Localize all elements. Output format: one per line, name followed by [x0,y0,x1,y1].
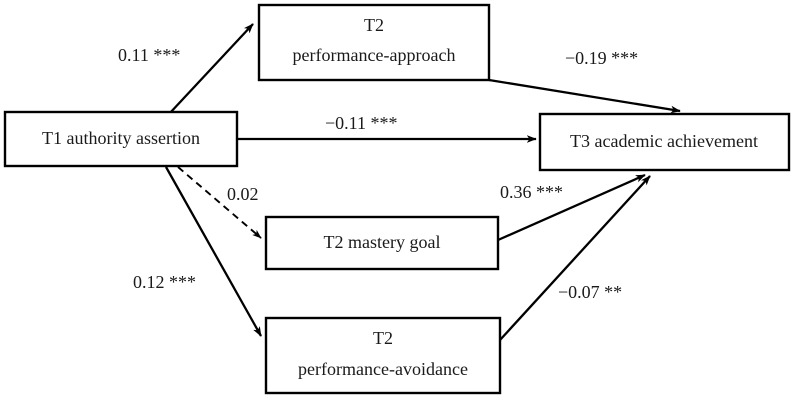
edge-line-t1-to-mastery-goal [177,166,262,239]
node-label-t2-performance-approach-line2: performance-approach [293,45,456,65]
edge-label-performance-approach-to-academic-achievement: −0.19 *** [565,48,638,68]
node-t2-mastery-goal[interactable]: T2 mastery goal [264,215,500,271]
node-box-t2-mastery-goal[interactable] [264,215,500,271]
edge-label-t1-to-performance-approach: 0.11 *** [118,45,180,65]
node-label-t2-performance-avoidance-line2: performance-avoidance [298,359,468,379]
node-t2-performance-approach[interactable]: T2 performance-approach [257,3,491,82]
edge-label-t1-to-mastery-goal: 0.02 [227,184,259,204]
node-label-t1-authority-assertion: T1 authority assertion [42,128,200,148]
edge-t1-to-academic-achievement: −0.11 *** [237,113,537,143]
node-label-t2-performance-approach-line1: T2 [364,15,384,35]
edge-performance-avoidance-to-academic-achievement: −0.07 ** [499,175,651,341]
node-box-t2-performance-approach[interactable] [257,3,491,82]
node-t3-academic-achievement[interactable]: T3 academic achievement [538,112,791,172]
edge-performance-approach-to-academic-achievement: −0.19 *** [488,48,681,114]
edge-mastery-goal-to-academic-achievement: 0.36 *** [497,173,646,242]
edge-line-mastery-goal-to-academic-achievement [497,173,646,242]
edge-line-performance-avoidance-to-academic-achievement [499,175,651,341]
node-label-t2-mastery-goal: T2 mastery goal [324,232,441,252]
edge-line-performance-approach-to-academic-achievement [488,78,681,114]
node-t2-performance-avoidance[interactable]: T2 performance-avoidance [264,316,502,395]
edge-t1-to-performance-approach: 0.11 *** [118,23,254,115]
node-box-t3-academic-achievement[interactable] [538,112,791,172]
node-label-t2-performance-avoidance-line1: T2 [373,328,393,348]
edge-label-performance-avoidance-to-academic-achievement: −0.07 ** [558,282,622,302]
edge-label-mastery-goal-to-academic-achievement: 0.36 *** [500,182,563,202]
edge-t1-to-performance-avoidance: 0.12 *** [133,166,263,337]
edge-line-t1-to-performance-approach [168,23,254,115]
node-box-t2-performance-avoidance[interactable] [264,316,502,395]
node-t1-authority-assertion[interactable]: T1 authority assertion [3,110,239,168]
edge-label-t1-to-performance-avoidance: 0.12 *** [133,272,196,292]
node-label-t3-academic-achievement: T3 academic achievement [570,131,758,151]
edge-line-t1-to-performance-avoidance [164,166,263,337]
node-box-t1-authority-assertion[interactable] [3,110,239,168]
edge-t1-to-mastery-goal: 0.02 [177,166,262,239]
edge-label-t1-to-academic-achievement: −0.11 *** [325,113,397,133]
